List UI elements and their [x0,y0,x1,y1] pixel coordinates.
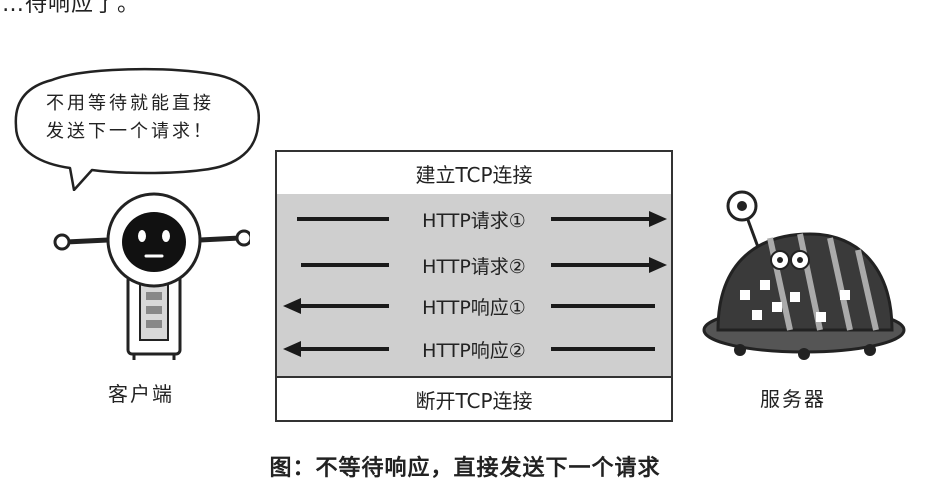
speech-line-2: 发送下一个请求！ [46,121,214,142]
client-robot-icon [50,180,253,369]
speech-bubble-shape [14,67,260,191]
arrow-right-icon [301,257,667,273]
figure-caption: 图：不等待响应，直接发送下一个请求 [269,456,661,481]
message-row-response-1: HTTP响应① [277,291,671,321]
pipelined-messages-area: HTTP请求① HTTP请求② HTTP响应① HTTP响 [277,194,671,378]
arrow-left-icon [283,341,655,357]
speech-bubble-text: 不用等待就能直接 发送下一个请求！ [46,90,246,146]
arrow-right-icon [297,211,667,227]
message-label: HTTP请求② [422,255,526,278]
message-row-request-1: HTTP请求① [277,204,671,234]
top-cutoff-text: …待响应了。 [2,0,141,17]
tcp-connection-box: 建立TCP连接 HTTP请求① HTTP请求② HTTP响应① [275,150,673,422]
message-label: HTTP响应① [422,296,526,319]
message-label: HTTP响应② [422,339,526,362]
message-row-request-2: HTTP请求② [277,250,671,280]
tcp-open-label: 建立TCP连接 [277,152,671,196]
message-label: HTTP请求① [422,209,526,232]
arrow-left-icon [283,298,655,314]
client-label: 客户端 [108,382,174,406]
message-row-response-2: HTTP响应② [277,334,671,364]
tcp-close-label: 断开TCP连接 [277,376,671,420]
speech-bubble: 不用等待就能直接 发送下一个请求！ [12,66,260,191]
server-robot-icon [700,180,910,374]
speech-line-1: 不用等待就能直接 [46,93,214,114]
server-label: 服务器 [760,387,826,411]
